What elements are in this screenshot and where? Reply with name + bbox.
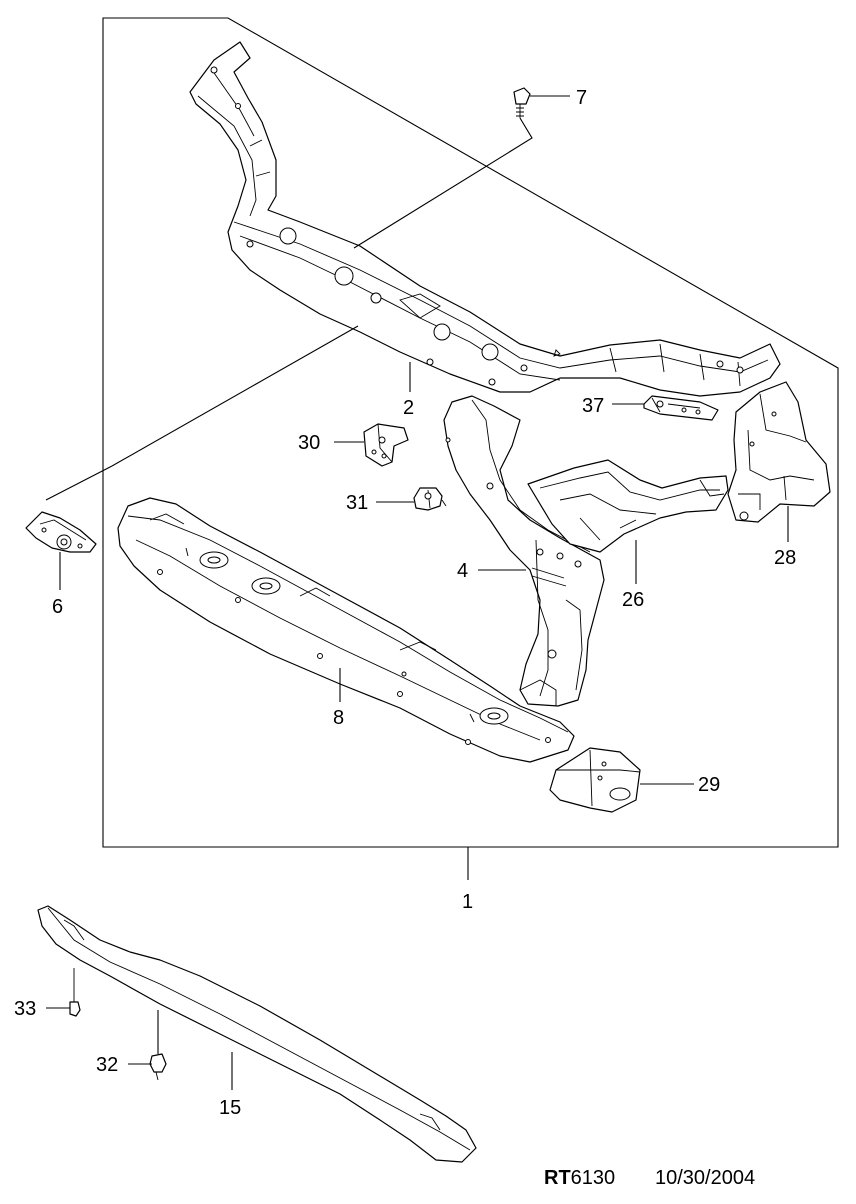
bracket-part-31[interactable] [413,487,447,511]
upper-tie-bar-part-2[interactable] [189,41,781,397]
clip-part-32[interactable] [149,1053,167,1081]
assembly-frame [102,17,839,848]
callout-4: 4 [457,560,468,582]
callout-28: 28 [774,547,796,569]
callout-33: 33 [14,998,36,1020]
bolt-part-33[interactable] [69,968,81,1017]
lower-bracket-part-29[interactable] [549,747,641,813]
callout-32: 32 [96,1054,118,1076]
frame-bracket-part-26[interactable] [527,459,729,553]
callout-30: 30 [298,432,320,454]
drawing-code-prefix: RT [544,1167,571,1189]
callout-6: 6 [52,596,63,618]
callout-2: 2 [403,397,414,419]
callout-29: 29 [698,774,720,796]
callout-26: 26 [622,589,644,611]
callout-7: 7 [576,87,587,109]
drawing-code-number: 6130 [571,1167,616,1189]
callout-labels: 1 2 4 6 7 8 15 26 28 29 30 31 32 33 37 [14,87,796,1119]
bolt-part-7[interactable] [513,87,531,118]
drawing-date: 10/30/2004 [655,1167,755,1189]
air-deflector-part-15[interactable] [37,905,477,1163]
bracket-part-30[interactable] [363,423,409,467]
callout-37: 37 [582,395,604,417]
plate-part-37[interactable] [643,395,719,421]
leader-lines [45,95,789,1090]
side-support-part-4[interactable] [443,395,605,707]
callout-8: 8 [333,707,344,729]
lower-tie-bar-part-8[interactable] [117,497,575,763]
callout-15: 15 [219,1097,241,1119]
headlamp-bracket-part-28[interactable] [727,381,831,523]
callout-31: 31 [346,492,368,514]
hood-latch-bracket-part-6[interactable] [25,511,97,553]
drawing-code: RT6130 [544,1167,615,1189]
callout-1: 1 [462,891,473,913]
